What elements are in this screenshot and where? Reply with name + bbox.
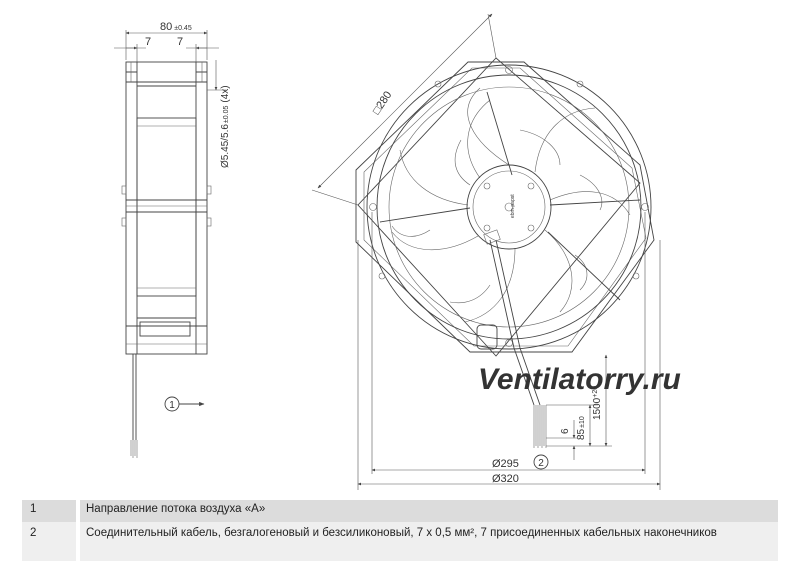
flange-left-dimension: 7	[145, 36, 151, 48]
square-housing	[357, 57, 641, 357]
legend-text: Соединительный кабель, безгалогеновый и …	[80, 522, 778, 561]
legend-row: 2 Соединительный кабель, безгалогеновый …	[22, 522, 778, 561]
outer-dimension-320: Ø320	[492, 473, 519, 485]
legend-table: 1 Направление потока воздуха «А» 2 Соеди…	[22, 500, 778, 561]
side-view: 80±0.45 7 7	[114, 21, 231, 458]
technical-drawing: 80±0.45 7 7	[114, 13, 681, 490]
watermark: Ventilatorry.ru	[478, 363, 681, 396]
outer-dimension-295: Ø295	[492, 458, 519, 470]
front-view: ebm-papst □280 1500+20 85±10 6 2	[311, 13, 661, 490]
flow-marker: 1	[169, 400, 175, 411]
outer-ring	[366, 64, 652, 350]
flange-right-dimension: 7	[177, 36, 183, 48]
legend-text: Направление потока воздуха «А»	[80, 500, 778, 522]
cable	[489, 239, 541, 406]
legend-row: 1 Направление потока воздуха «А»	[22, 500, 778, 522]
hole-dimension: Ø5.45/5.6±0.05(4x)	[220, 85, 231, 168]
strip-dimension: 85±10	[576, 416, 587, 440]
hub	[466, 164, 552, 250]
legend-number: 2	[22, 522, 76, 561]
cable-marker: 2	[538, 458, 544, 469]
cable-length-dimension: 1500+20	[592, 386, 603, 420]
hub-label: ebm-papst	[510, 194, 516, 218]
flange-outline	[355, 61, 655, 353]
square-dimension: □280	[371, 89, 395, 116]
legend-number: 1	[22, 500, 76, 522]
end-dimension: 6	[560, 428, 571, 434]
width-dimension: 80±0.45	[160, 21, 192, 33]
